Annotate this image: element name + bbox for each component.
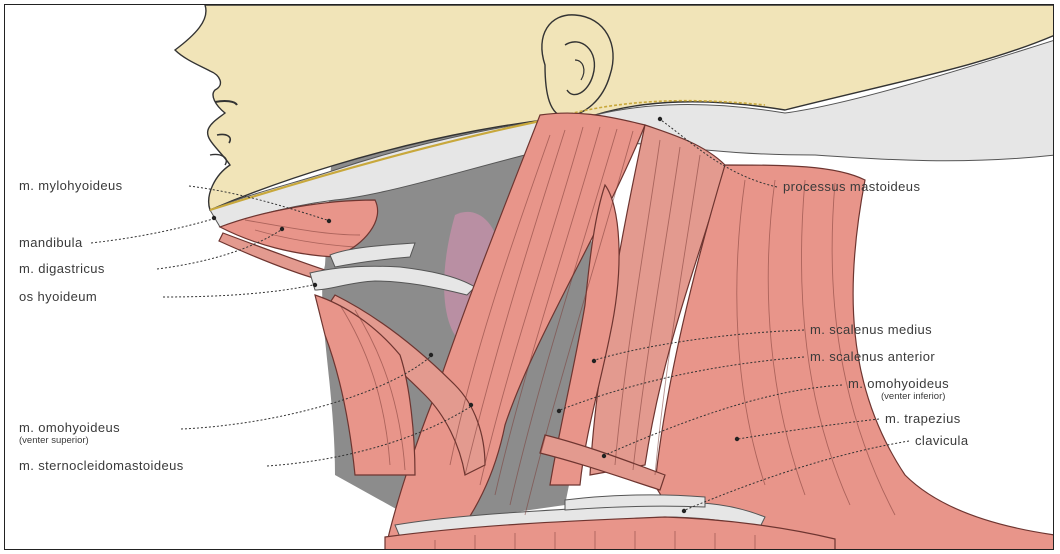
label-os-hyoideum: os hyoideum xyxy=(19,283,317,304)
diagram-frame: m. mylohyoideus mandibula m. digastricus… xyxy=(4,4,1054,550)
svg-text:(venter superior): (venter superior) xyxy=(19,435,89,446)
svg-text:processus mastoideus: processus mastoideus xyxy=(783,179,920,194)
svg-text:os hyoideum: os hyoideum xyxy=(19,289,97,304)
svg-text:m. sternocleidomastoideus: m. sternocleidomastoideus xyxy=(19,458,184,473)
svg-text:m. omohyoideus: m. omohyoideus xyxy=(848,376,949,391)
svg-text:m. scalenus medius: m. scalenus medius xyxy=(810,322,932,337)
svg-text:m. scalenus anterior: m. scalenus anterior xyxy=(810,349,935,364)
neck-anatomy-illustration: m. mylohyoideus mandibula m. digastricus… xyxy=(5,5,1054,550)
svg-text:m. digastricus: m. digastricus xyxy=(19,261,105,276)
label-mandibula: mandibula xyxy=(19,216,216,250)
svg-text:(venter inferior): (venter inferior) xyxy=(881,391,945,402)
svg-text:m. omohyoideus: m. omohyoideus xyxy=(19,420,120,435)
svg-text:clavicula: clavicula xyxy=(915,433,969,448)
svg-text:m. mylohyoideus: m. mylohyoideus xyxy=(19,178,123,193)
svg-text:m. trapezius: m. trapezius xyxy=(885,411,961,426)
svg-text:mandibula: mandibula xyxy=(19,235,83,250)
